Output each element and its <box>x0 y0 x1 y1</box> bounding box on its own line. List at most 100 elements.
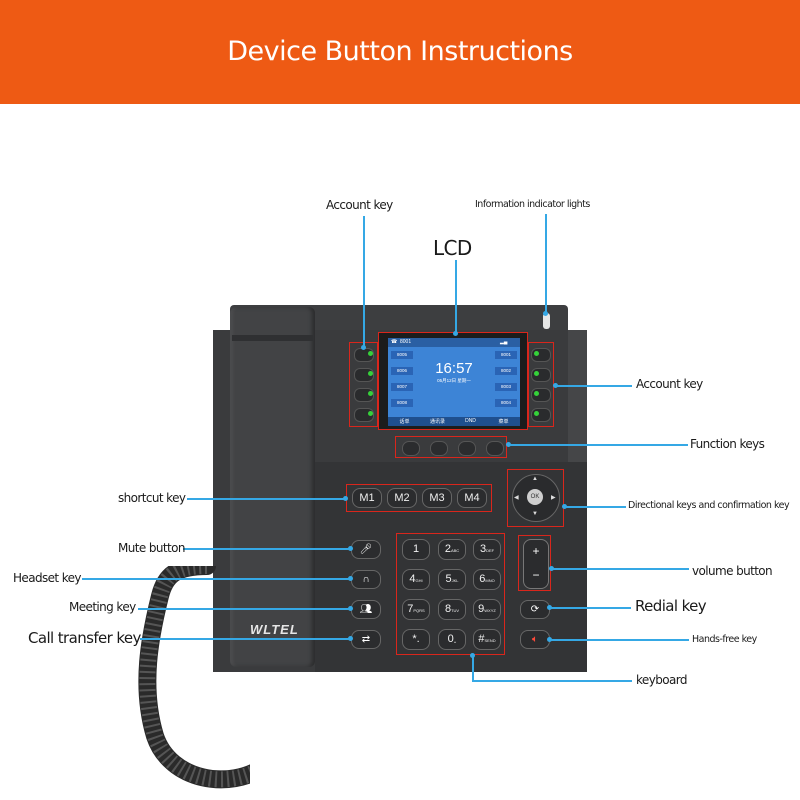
label-hands-free-key: Hands-free key <box>692 634 757 645</box>
handset[interactable] <box>230 307 315 667</box>
phone-side-strip <box>568 330 587 470</box>
label-account-key-top: Account key <box>326 198 393 212</box>
arrow-down-icon[interactable]: ▼ <box>532 511 538 517</box>
function-key[interactable] <box>486 441 504 456</box>
label-keyboard: keyboard <box>636 673 687 687</box>
highlight-shortcut-keys <box>346 484 492 512</box>
label-directional-keys: Directional keys and confirmation key <box>628 500 790 511</box>
function-key[interactable] <box>458 441 476 456</box>
keypad-key[interactable]: 3DEF <box>473 539 501 560</box>
call-transfer-key[interactable]: ⇄ <box>351 630 381 649</box>
callout-line <box>555 385 632 387</box>
keypad-key[interactable]: 6MNO <box>473 569 501 590</box>
volume-down[interactable]: − <box>532 568 540 582</box>
lcd-status-bar: ☎ 8001 ▂▄ <box>388 338 520 347</box>
callout-line <box>183 548 351 550</box>
highlight-directional-keys <box>507 469 564 527</box>
lcd-function-label: 菜单 <box>498 419 509 425</box>
page-title: Device Button Instructions <box>227 36 573 67</box>
account-led <box>534 411 539 416</box>
function-key[interactable] <box>402 441 420 456</box>
callout-line <box>549 607 631 609</box>
account-led <box>534 351 539 356</box>
callout-line <box>187 498 346 500</box>
lcd-line: 8008 <box>391 399 413 407</box>
microphone-mute-icon: 🎤︎ <box>359 544 373 555</box>
account-led <box>368 371 373 376</box>
callout-dot <box>361 345 366 350</box>
label-headset-key: Headset key <box>13 571 82 585</box>
keypad-key[interactable]: #SEND <box>473 629 501 650</box>
lcd-line: 8007 <box>391 383 413 391</box>
label-info-lights: Information indicator lights <box>475 199 590 210</box>
key-digit: 3 <box>479 543 487 555</box>
keypad-key[interactable]: 7PQRS <box>402 599 430 620</box>
keypad-key[interactable]: 5JKL <box>438 569 466 590</box>
key-letters: MNO <box>485 578 495 583</box>
signal-icon: ▂▄ <box>500 339 508 345</box>
lcd-function-label: 通讯录 <box>429 419 445 425</box>
callout-dot <box>562 504 567 509</box>
callout-dot <box>348 576 353 581</box>
key-letters: JKL <box>451 578 459 583</box>
key-digit: 9 <box>478 603 485 615</box>
label-function-keys: Function keys <box>690 437 765 451</box>
highlight-keyboard <box>396 533 505 655</box>
callout-dot <box>343 496 348 501</box>
callout-dot <box>348 546 353 551</box>
key-digit: 1 <box>412 543 420 555</box>
key-digit: 0 <box>447 633 454 645</box>
shortcut-key-m1[interactable]: M1 <box>352 488 382 508</box>
arrow-up-icon[interactable]: ▲ <box>532 476 538 482</box>
indicator-light <box>543 313 550 329</box>
key-letters: ␣ <box>453 638 457 643</box>
keypad-key[interactable]: 0␣ <box>438 629 466 650</box>
key-letters: ABC <box>450 548 460 553</box>
shortcut-key-m3[interactable]: M3 <box>422 488 452 508</box>
key-digit: 2 <box>444 543 451 555</box>
highlight-function-keys <box>395 436 507 458</box>
keypad-key[interactable]: 4GHI <box>402 569 430 590</box>
label-lcd: LCD <box>433 236 472 260</box>
account-led <box>534 391 539 396</box>
speaker-icon: 🔈︎ <box>532 634 538 645</box>
handset-cord <box>138 566 250 789</box>
transfer-icon: ⇄ <box>361 634 371 645</box>
mute-button[interactable]: 🎤︎ <box>351 540 381 559</box>
keypad-key[interactable]: 8TUV <box>438 599 466 620</box>
account-led <box>368 391 373 396</box>
key-digit: 7 <box>407 603 414 615</box>
lcd-line: 8006 <box>391 367 413 375</box>
callout-line <box>82 578 351 580</box>
ok-button[interactable]: OK <box>527 489 543 505</box>
conference-icon: 👥︎ <box>359 604 373 615</box>
label-redial-key: Redial key <box>635 597 707 615</box>
keypad-key[interactable]: *. <box>402 629 430 650</box>
lcd-line: 8004 <box>495 399 517 407</box>
shortcut-key-m2[interactable]: M2 <box>387 488 417 508</box>
lcd-screen: ☎ 8001 ▂▄ 8005 8006 8007 8008 8001 8002 … <box>388 338 520 426</box>
callout-line <box>455 260 457 334</box>
headset-key[interactable]: ∩ <box>351 570 381 589</box>
keypad-key[interactable]: 9WXYZ <box>473 599 501 620</box>
redial-key[interactable]: ⟳ <box>520 600 550 619</box>
volume-rocker[interactable]: + − <box>523 539 549 589</box>
key-letters: PQRS <box>413 608 425 613</box>
lcd-line: 8005 <box>391 351 413 359</box>
meeting-key[interactable]: 👥︎ <box>351 600 381 619</box>
callout-line <box>508 444 688 446</box>
account-led <box>534 371 539 376</box>
key-letters: SEND <box>484 638 496 643</box>
function-key[interactable] <box>430 441 448 456</box>
hands-free-key[interactable]: 🔈︎ <box>520 630 550 649</box>
keypad-key[interactable]: 2ABC <box>438 539 466 560</box>
arrow-left-icon[interactable]: ◀ <box>514 495 519 501</box>
shortcut-key-m4[interactable]: M4 <box>457 488 487 508</box>
brand-logo: WLTEL <box>250 622 299 637</box>
keypad-key[interactable]: 1 <box>402 539 430 560</box>
callout-dot <box>506 442 511 447</box>
lcd-function-label: DND <box>465 418 476 424</box>
callout-line <box>564 506 626 508</box>
arrow-right-icon[interactable]: ▶ <box>551 495 556 501</box>
volume-up[interactable]: + <box>532 544 540 558</box>
